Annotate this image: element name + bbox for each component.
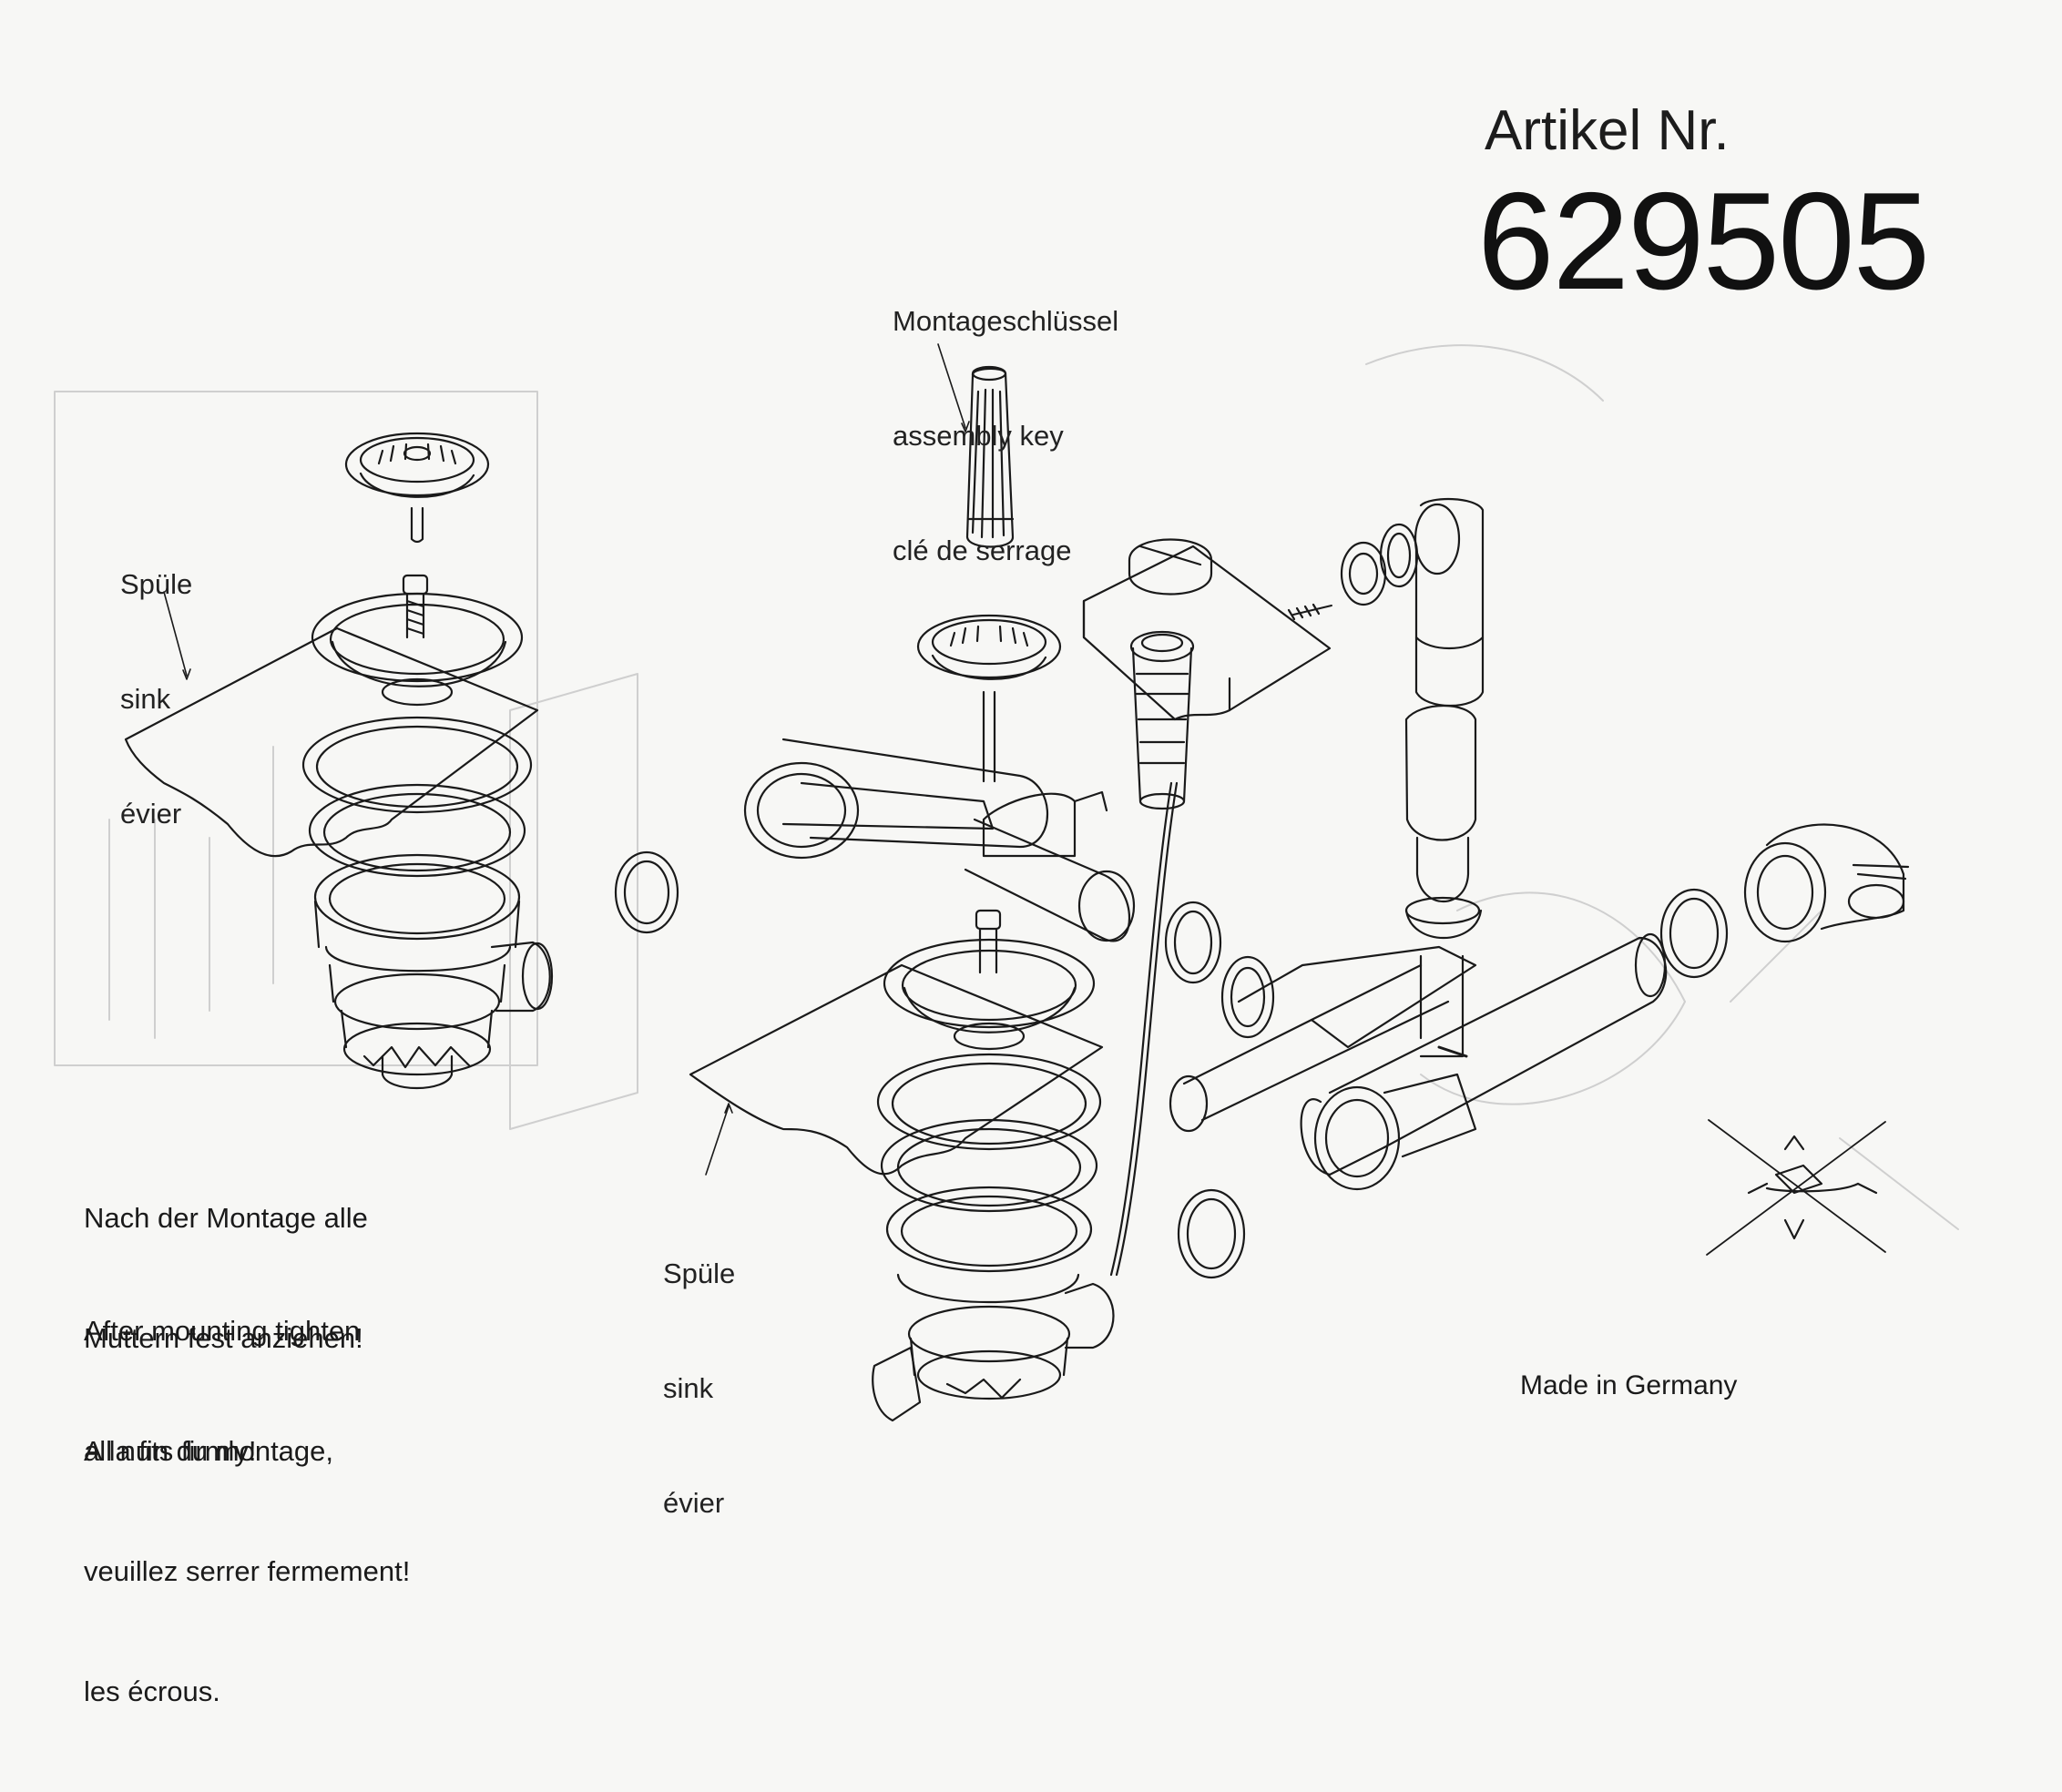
seal-ring-4 [1661, 890, 1727, 977]
pop-up-actuator [1131, 632, 1193, 809]
article-number: 629505 [1477, 164, 1930, 319]
countertop-section [1084, 540, 1330, 720]
sink-label-center-de: Spüle [663, 1257, 736, 1289]
flange-left [312, 594, 522, 705]
drain-body-left [326, 942, 552, 1088]
made-in-label: Made in Germany [1520, 1370, 1738, 1400]
instruction-en-line-1: After mounting tighten [84, 1315, 361, 1347]
sink-label-left-en: sink [120, 683, 171, 715]
exploded-assembly-drawing [0, 0, 2062, 1537]
center-strainer-assembly [690, 911, 1114, 1420]
seal-ring-2 [1166, 902, 1220, 983]
article-label: Artikel Nr. [1485, 99, 1730, 162]
instruction-english: After mounting tighten all nuts firmly! [84, 1231, 360, 1552]
instruction-fr-line-2: veuillez serrer fermement! [84, 1555, 411, 1587]
pop-up-cable [1111, 783, 1171, 1275]
instruction-german: Nach der Montage alle Muttern fest anzie… [84, 1118, 368, 1439]
gasket-ring-left-1 [303, 718, 531, 812]
seal-ring-1 [616, 852, 678, 932]
sink-label-left-fr: évier [120, 798, 182, 830]
instruction-french: A la fin du montage, veuillez serrer fer… [84, 1351, 410, 1792]
instruction-sheet: Artikel Nr. 629505 Montageschlüssel asse… [0, 0, 2062, 1707]
sink-plate-center [690, 965, 1102, 1174]
sink-label-center-fr: évier [663, 1487, 725, 1519]
strainer-basket-center [918, 616, 1060, 781]
locknut-left [315, 855, 519, 939]
strainer-basket-left [346, 433, 488, 542]
assembly-key-label-en: assembly key [893, 420, 1064, 452]
assembly-key [938, 344, 1013, 547]
seal-ring-3 [1179, 1190, 1244, 1278]
elbow-fitting [1745, 825, 1908, 942]
sink-label-center-en: sink [663, 1372, 714, 1404]
sink-label-left-de: Spüle [120, 568, 193, 600]
sink-leader-center [706, 1106, 729, 1175]
left-strainer-assembly [126, 433, 552, 1088]
sink-label-left: Spüle sink évier [120, 489, 192, 910]
instruction-fr-line-3: les écrous. [84, 1675, 220, 1707]
overflow-pipe [745, 739, 1134, 941]
instruction-en-line-2: all nuts firmly! [84, 1435, 257, 1467]
sink-leader-left [164, 592, 187, 676]
assembly-key-label-de: Montageschlüssel [893, 305, 1119, 337]
instruction-fr-line-1: A la fin du montage, [84, 1435, 334, 1467]
assembly-key-label: Montageschlüssel assembly key clé de ser… [893, 226, 1118, 647]
center-screw-left [403, 575, 427, 637]
instruction-de-line-2: Muttern fest anziehen! [84, 1322, 363, 1354]
gasket-ring-left-2 [310, 785, 525, 876]
sink-plate-left [126, 628, 537, 856]
no-pliers-warning-icon [1707, 1120, 1885, 1255]
overflow-rose [1289, 499, 1483, 706]
instruction-de-line-1: Nach der Montage alle [84, 1202, 368, 1234]
sink-label-center: Spüle sink évier [663, 1178, 735, 1599]
bleed-through-ghost [55, 345, 1958, 1229]
drain-pipe-assembly [1170, 934, 1666, 1189]
assembly-key-label-fr: clé de serrage [893, 535, 1072, 566]
